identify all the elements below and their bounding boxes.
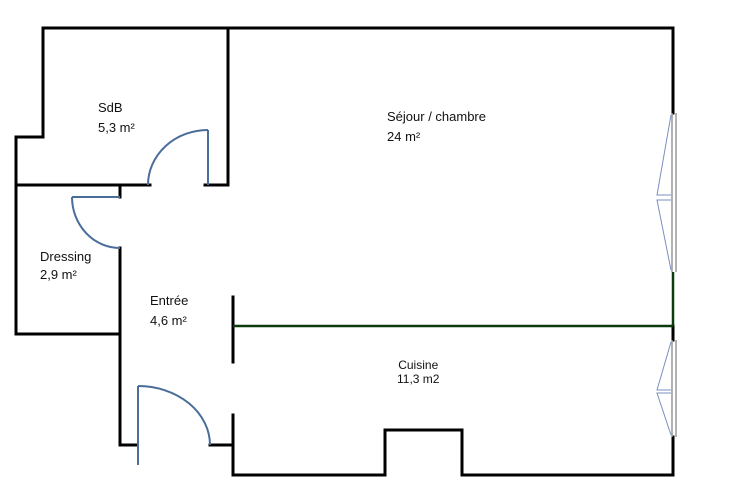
room-name: Dressing [40,249,92,264]
room-name: Cuisine [398,358,439,372]
room-sdb: SdB 5,3 m² [98,100,135,136]
room-dressing: Dressing 2,9 m² [40,249,91,283]
room-entree: Entrée 4,6 m² [150,293,188,329]
room-name: SdB [98,100,123,115]
room-area: 11,3 m2 [397,372,440,386]
room-cuisine: Cuisine 11,3 m2 [397,358,439,386]
room-sejour: Séjour / chambre 24 m² [387,109,486,145]
room-area: 5,3 m² [98,120,135,135]
room-area: 4,6 m² [150,313,187,328]
door-sdb [147,129,209,186]
room-area: 24 m² [387,129,421,144]
door-dressing [71,196,121,249]
window-sejour [656,113,677,272]
walls [14,26,675,477]
room-name: Séjour / chambre [387,109,486,124]
room-area: 2,9 m² [40,267,77,282]
door-entrance [137,385,211,465]
room-name: Entrée [150,293,189,308]
window-cuisine [656,340,677,437]
